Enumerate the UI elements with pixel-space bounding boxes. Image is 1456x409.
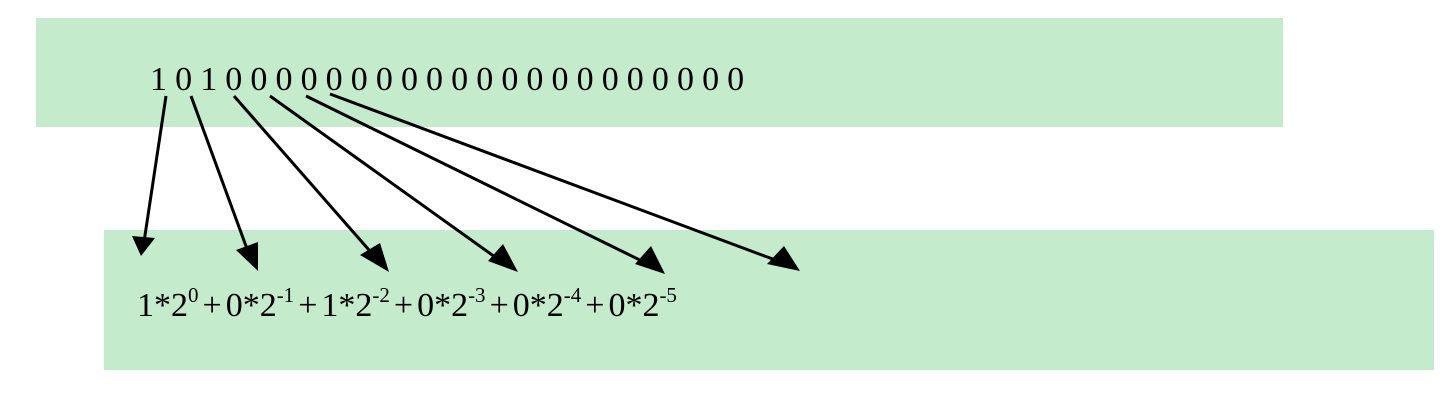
- term-coefficient: 0: [608, 287, 626, 324]
- term-base: 2: [355, 287, 373, 324]
- bit-19: 0: [626, 61, 644, 98]
- bit-13: 0: [476, 61, 494, 98]
- expansion-term: 1*20: [137, 285, 199, 325]
- bit-10: 0: [400, 61, 418, 98]
- term-exponent: -3: [468, 283, 486, 307]
- bit-4: 0: [250, 61, 268, 98]
- term-multiply: *: [154, 287, 171, 324]
- plus-operator: +: [393, 287, 414, 324]
- plus-operator: +: [202, 287, 222, 324]
- bit-11: 0: [426, 61, 444, 98]
- expansion-term: 0*2-3: [417, 285, 486, 325]
- bit-22: 0: [702, 61, 720, 98]
- term-coefficient: 1: [321, 287, 339, 324]
- bit-6: 0: [300, 61, 318, 98]
- bit-9: 0: [375, 61, 393, 98]
- bit-20: 0: [651, 61, 669, 98]
- term-exponent: -2: [372, 283, 390, 307]
- term-multiply: *: [434, 287, 452, 324]
- term-base: 2: [259, 287, 277, 324]
- plus-operator: +: [585, 287, 605, 324]
- plus-operator: +: [489, 287, 509, 324]
- bit-0: 1: [150, 61, 167, 98]
- term-coefficient: 0: [225, 287, 243, 324]
- term-multiply: *: [625, 287, 643, 324]
- term-multiply: *: [242, 287, 260, 324]
- bit-1: 0: [175, 61, 193, 98]
- bit-12: 0: [451, 61, 469, 98]
- bit-16: 0: [551, 61, 569, 98]
- bit-8: 0: [350, 61, 368, 98]
- expansion-term: 0*2-5: [608, 285, 677, 325]
- term-exponent: -5: [659, 283, 677, 307]
- bit-17: 0: [576, 61, 594, 98]
- expansion-term: 0*2-1: [225, 285, 295, 325]
- term-base: 2: [642, 287, 660, 324]
- expansion-term: 1*2-2: [321, 285, 390, 325]
- term-base: 2: [451, 287, 469, 324]
- term-multiply: *: [338, 287, 356, 324]
- bit-18: 0: [601, 61, 619, 98]
- bit-3: 0: [225, 61, 243, 98]
- expansion-term: 0*2-4: [512, 285, 582, 325]
- plus-operator: +: [298, 287, 318, 324]
- term-exponent: -1: [276, 283, 295, 307]
- bit-2: 1: [200, 61, 218, 98]
- term-coefficient: 1: [137, 287, 154, 324]
- term-exponent: -4: [563, 283, 582, 307]
- term-base: 2: [546, 287, 564, 324]
- term-multiply: *: [529, 287, 547, 324]
- term-coefficient: 0: [512, 287, 530, 324]
- bit-15: 0: [526, 61, 544, 98]
- bit-23: 0: [727, 61, 745, 98]
- positional-expansion: 1*20+0*2-1+1*2-2+0*2-3+0*2-4+0*2-5: [137, 285, 677, 326]
- bit-21: 0: [676, 61, 694, 98]
- term-exponent: 0: [188, 283, 199, 307]
- bit-14: 0: [501, 61, 519, 98]
- term-coefficient: 0: [417, 287, 435, 324]
- term-base: 2: [171, 287, 188, 324]
- bit-5: 0: [275, 61, 293, 98]
- bit-7: 0: [325, 61, 343, 98]
